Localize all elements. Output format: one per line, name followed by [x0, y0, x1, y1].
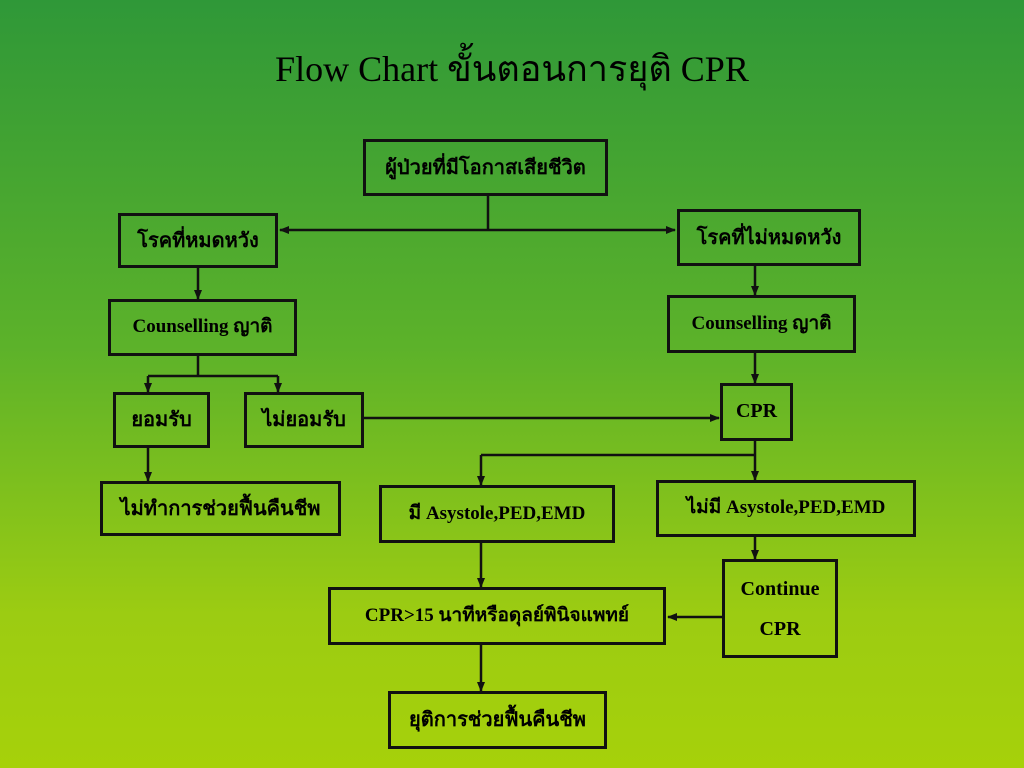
node-continue-cpr: Continue CPR	[722, 559, 838, 658]
node-no-resuscitation: ไม่ทำการช่วยฟื้นคืนชีพ	[100, 481, 341, 536]
node-counselling-left-label: Counselling ญาติ	[132, 316, 273, 338]
node-stop: ยุติการช่วยฟื้นคืนชีพ	[388, 691, 607, 749]
node-patient: ผู้ป่วยที่มีโอกาสเสียชีวิต	[363, 139, 608, 196]
node-patient-label: ผู้ป่วยที่มีโอกาสเสียชีวิต	[385, 156, 586, 179]
node-cpr-15: CPR>15 นาทีหรือดุลย์พินิจแพทย์	[328, 587, 666, 645]
node-has-asystole: มี Asystole,PED,EMD	[379, 485, 615, 543]
node-has-asystole-label: มี Asystole,PED,EMD	[408, 502, 586, 524]
node-no-asystole: ไม่มี Asystole,PED,EMD	[656, 480, 916, 537]
node-cpr-15-label: CPR>15 นาทีหรือดุลย์พินิจแพทย์	[364, 604, 630, 626]
slide-title: Flow Chart ขั้นตอนการยุติ CPR	[275, 49, 749, 89]
node-continue-line2: CPR	[759, 617, 801, 640]
node-not-accept-label: ไม่ยอมรับ	[262, 409, 346, 431]
node-cpr: CPR	[720, 383, 793, 441]
node-not-accept: ไม่ยอมรับ	[244, 392, 364, 448]
node-no-resuscitation-label: ไม่ทำการช่วยฟื้นคืนชีพ	[120, 497, 321, 520]
node-accept-label: ยอมรับ	[131, 409, 192, 431]
node-not-hopeless-label: โรคที่ไม่หมดหวัง	[696, 226, 842, 249]
node-counselling-right: Counselling ญาติ	[667, 295, 856, 353]
node-stop-label: ยุติการช่วยฟื้นคืนชีพ	[409, 709, 586, 731]
node-counselling-left: Counselling ญาติ	[108, 299, 297, 356]
node-hopeless-label: โรคที่หมดหวัง	[137, 229, 259, 252]
node-counselling-right-label: Counselling ญาติ	[691, 312, 832, 334]
node-no-asystole-label: ไม่มี Asystole,PED,EMD	[686, 497, 886, 519]
node-hopeless: โรคที่หมดหวัง	[118, 213, 278, 268]
node-not-hopeless: โรคที่ไม่หมดหวัง	[677, 209, 861, 266]
node-accept: ยอมรับ	[113, 392, 210, 448]
node-cpr-label: CPR	[735, 400, 778, 422]
node-continue-line1: Continue	[740, 577, 820, 600]
